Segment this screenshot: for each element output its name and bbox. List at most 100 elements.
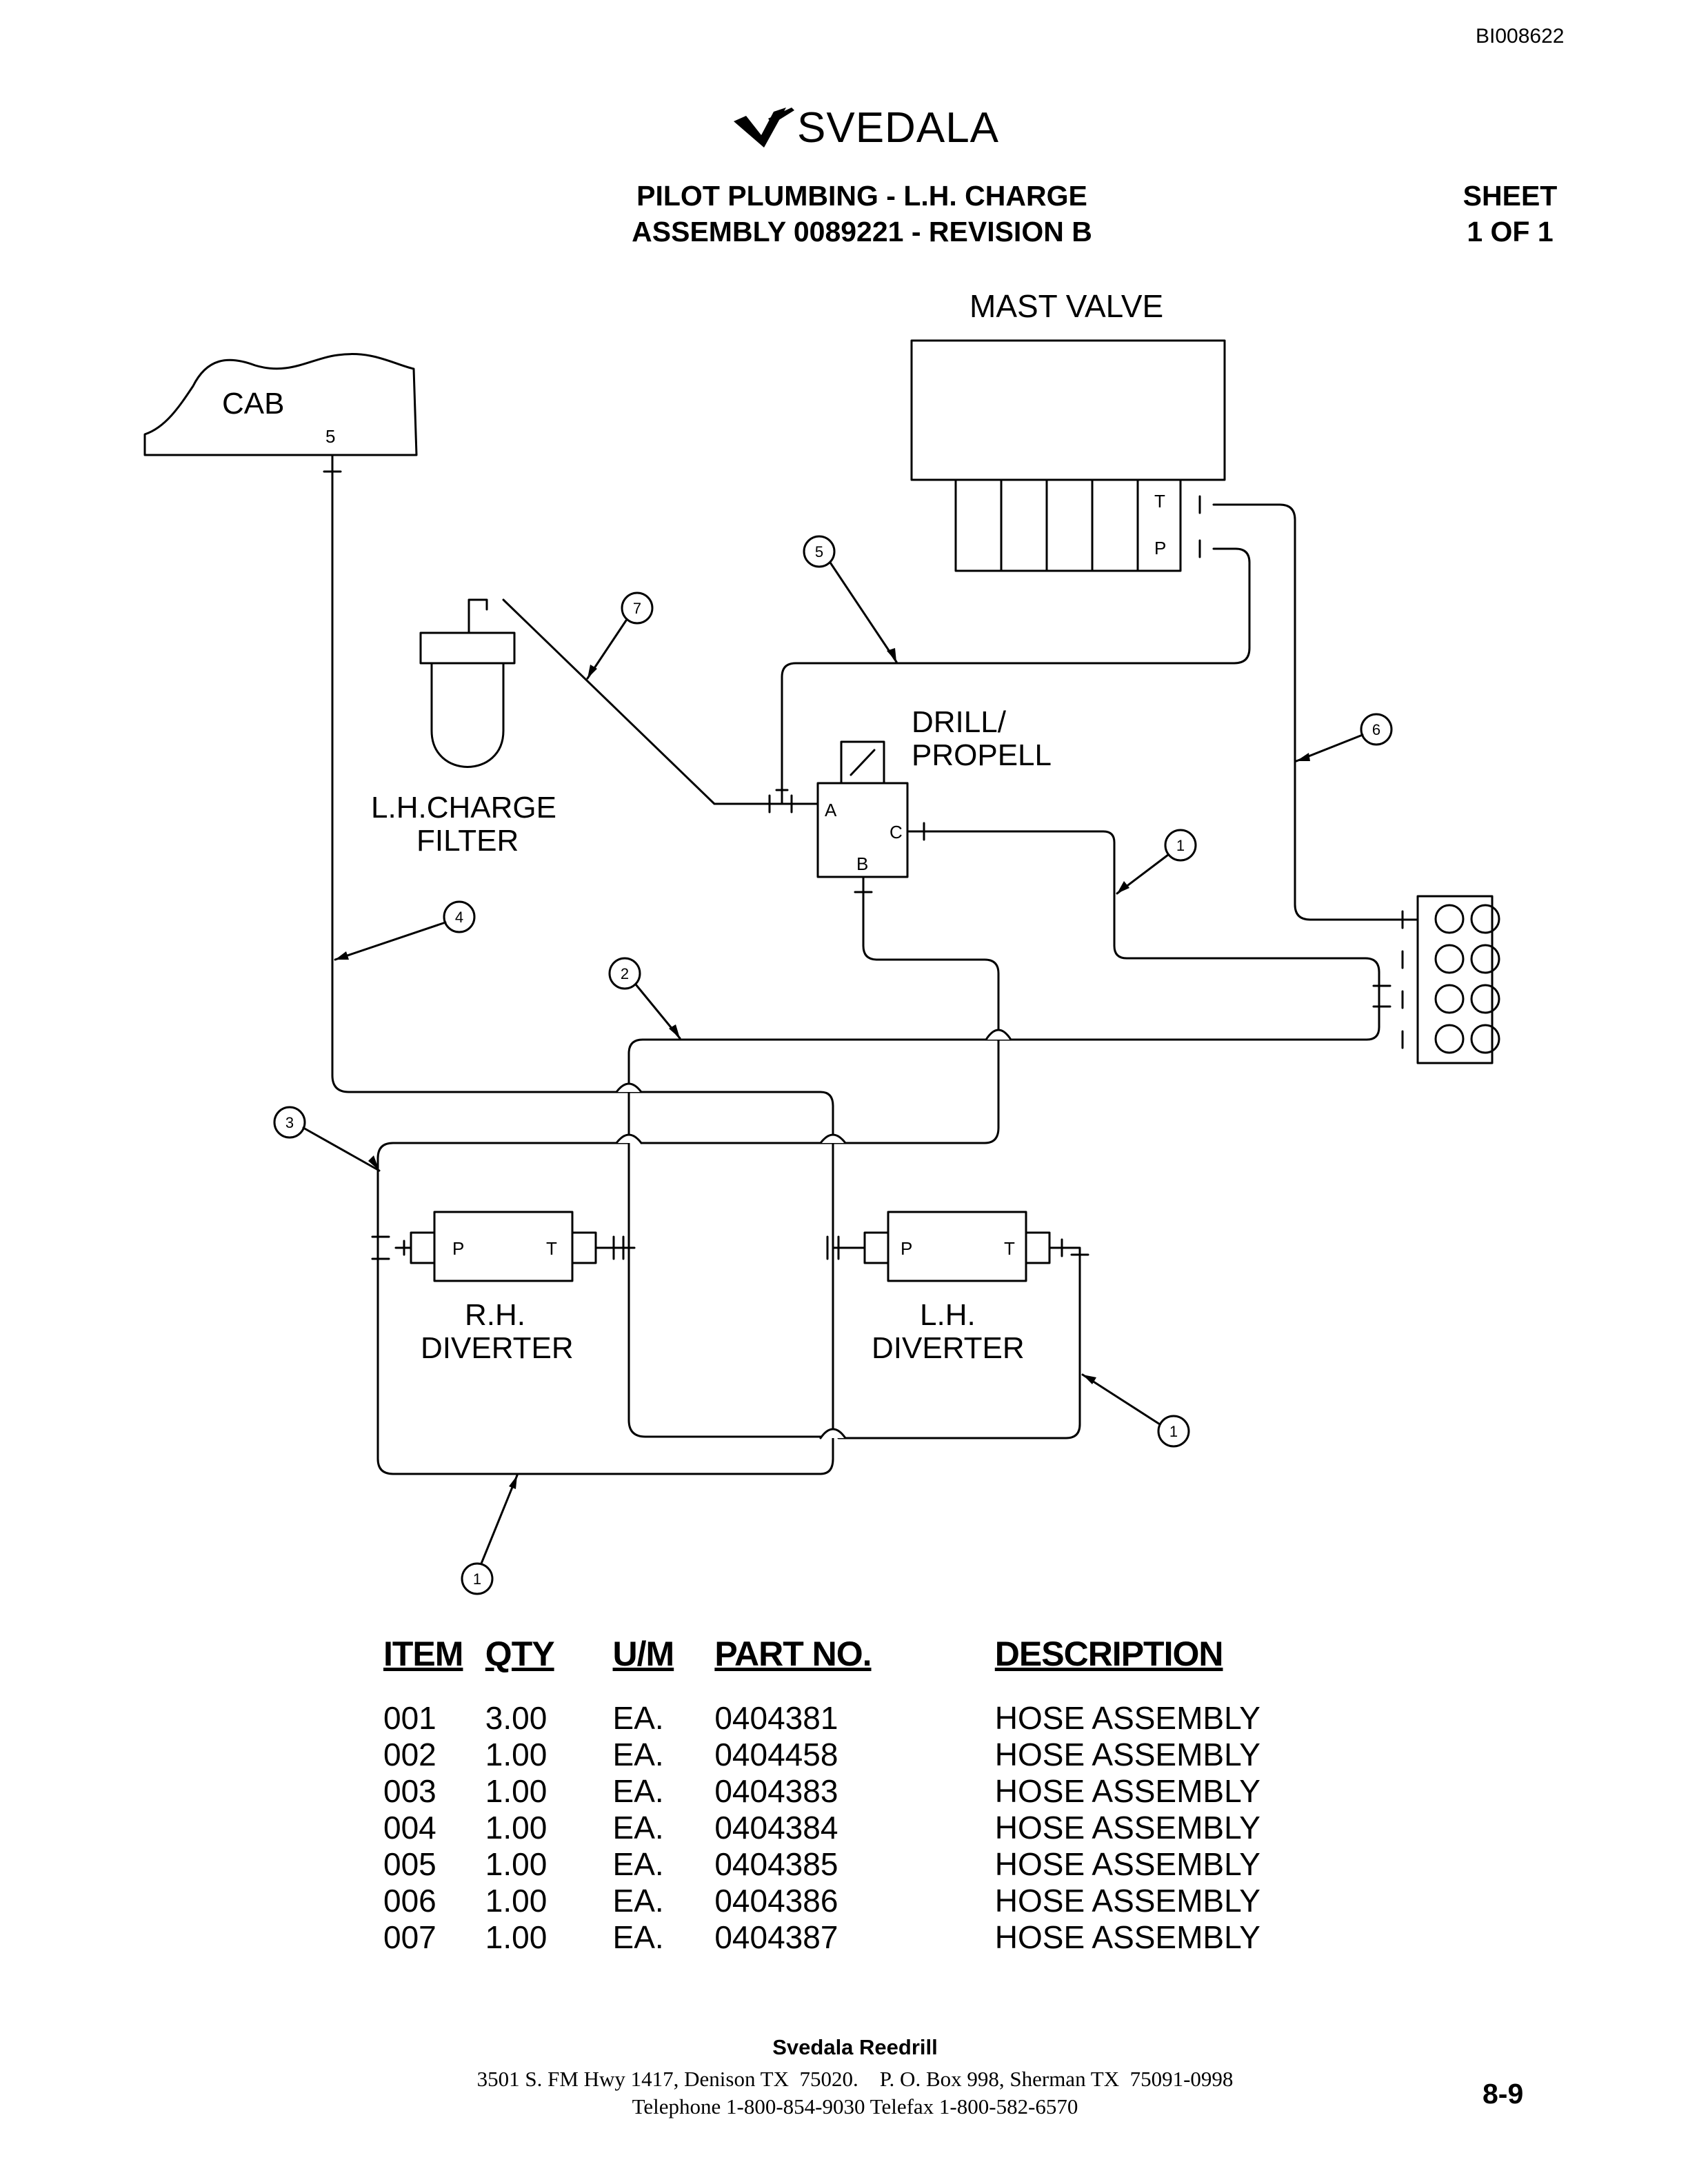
- callout-6: 6: [1372, 721, 1380, 738]
- callout-1-bottom: 1: [473, 1570, 481, 1588]
- cell-qty: 1.00: [485, 1810, 547, 1846]
- rh-diverter-label-1: R.H.: [465, 1298, 525, 1332]
- valve-port-c: C: [890, 822, 903, 842]
- parts-list-table: ITEM QTY U/M PART NO. DESCRIPTION 001 3.…: [383, 1634, 1349, 1956]
- footer-address-line-2: Telephone 1-800-854-9030 Telefax 1-800-5…: [632, 2094, 1078, 2119]
- mast-valve-label: MAST VALVE: [969, 288, 1163, 324]
- table-row: 004 1.00 EA. 0404384 HOSE ASSEMBLY: [383, 1810, 1349, 1846]
- header-um: U/M: [612, 1635, 675, 1673]
- cell-item: 006: [383, 1883, 436, 1919]
- logo-text: SVEDALA: [797, 104, 1000, 152]
- cell-description: HOSE ASSEMBLY: [994, 1919, 1260, 1955]
- hose-1-lower: [837, 1246, 1081, 1439]
- cell-um: EA.: [612, 1883, 664, 1919]
- cell-part-no: 0404384: [714, 1810, 838, 1846]
- lh-diverter-label-1: L.H.: [920, 1298, 976, 1332]
- cab-label: CAB: [222, 387, 284, 421]
- cell-part-no: 0404387: [714, 1919, 838, 1955]
- cell-item: 001: [383, 1700, 436, 1736]
- cell-qty: 1.00: [485, 1773, 547, 1809]
- cell-description: HOSE ASSEMBLY: [994, 1700, 1260, 1736]
- cell-item: 005: [383, 1846, 436, 1882]
- hose-2: [627, 991, 1380, 1438]
- valve-port-b: B: [856, 853, 868, 874]
- title-line-1: PILOT PLUMBING - L.H. CHARGE: [636, 180, 1087, 212]
- cell-part-no: 0404381: [714, 1700, 838, 1736]
- callout-3: 3: [285, 1114, 294, 1131]
- footer-address-line-1: 3501 S. FM Hwy 1417, Denison TX 75020. P…: [476, 2067, 1234, 2091]
- lh-diverter-label-2: DIVERTER: [872, 1331, 1025, 1365]
- rh-port-p: P: [452, 1238, 464, 1259]
- sheet-label: SHEET: [1463, 180, 1558, 212]
- table-row: 005 1.00 EA. 0404385 HOSE ASSEMBLY: [383, 1846, 1349, 1883]
- lh-port-p: P: [901, 1238, 912, 1259]
- cell-item: 004: [383, 1810, 436, 1846]
- table-row: 007 1.00 EA. 0404387 HOSE ASSEMBLY: [383, 1919, 1349, 1956]
- callout-1-right: 1: [1169, 1423, 1178, 1440]
- page-number: 8-9: [1483, 2078, 1524, 2110]
- hose-b-line: [640, 876, 1000, 1144]
- parts-table-header-row: ITEM QTY U/M PART NO. DESCRIPTION: [383, 1634, 1349, 1700]
- valve-port-a: A: [825, 800, 837, 820]
- drill-propell-label-1: DRILL/: [912, 705, 1007, 739]
- cell-part-no: 0404458: [714, 1737, 838, 1772]
- sheet-indicator: SHEET 1 OF 1: [1420, 178, 1600, 250]
- rh-diverter-label-2: DIVERTER: [421, 1331, 574, 1365]
- filter-label-2: FILTER: [416, 824, 519, 858]
- title-line-2: ASSEMBLY 0089221 - REVISION B: [632, 216, 1092, 247]
- header-part-no: PART NO.: [714, 1635, 872, 1673]
- table-row: 006 1.00 EA. 0404386 HOSE ASSEMBLY: [383, 1883, 1349, 1919]
- cell-item: 007: [383, 1919, 436, 1955]
- cell-item: 003: [383, 1773, 436, 1809]
- drawing-title: PILOT PLUMBING - L.H. CHARGE ASSEMBLY 00…: [552, 178, 1172, 250]
- callout-1-upper: 1: [1176, 837, 1185, 854]
- cell-description: HOSE ASSEMBLY: [994, 1773, 1260, 1809]
- hose-1-upper: [906, 830, 1380, 994]
- cell-qty: 1.00: [485, 1737, 547, 1772]
- callout-4: 4: [455, 909, 463, 926]
- cell-um: EA.: [612, 1773, 664, 1809]
- cell-um: EA.: [612, 1810, 664, 1846]
- cell-part-no: 0404385: [714, 1846, 838, 1882]
- cell-qty: 1.00: [485, 1883, 547, 1919]
- drill-propell-label-2: PROPELL: [912, 738, 1052, 772]
- mast-port-p: P: [1154, 538, 1166, 558]
- filter-label-1: L.H.CHARGE: [371, 791, 556, 825]
- footer-company-name: Svedala Reedrill: [772, 2035, 938, 2059]
- cell-um: EA.: [612, 1700, 664, 1736]
- mast-valve-sections: [954, 478, 1182, 572]
- hose-4: [331, 455, 834, 1132]
- hose-3: [376, 1129, 834, 1475]
- callout-7: 7: [633, 600, 641, 617]
- cell-qty: 1.00: [485, 1919, 547, 1955]
- sheet-number: 1 OF 1: [1467, 216, 1554, 247]
- cab-port-label: 5: [325, 426, 335, 447]
- table-row: 003 1.00 EA. 0404383 HOSE ASSEMBLY: [383, 1773, 1349, 1810]
- svedala-logo: SVEDALA: [731, 103, 1007, 159]
- header-qty: QTY: [485, 1635, 555, 1673]
- cell-description: HOSE ASSEMBLY: [994, 1810, 1260, 1846]
- mast-valve-body: [910, 339, 1226, 481]
- cell-qty: 1.00: [485, 1846, 547, 1882]
- manifold-block: [1416, 895, 1494, 1064]
- cell-qty: 3.00: [485, 1700, 547, 1736]
- table-row: 001 3.00 EA. 0404381 HOSE ASSEMBLY: [383, 1700, 1349, 1737]
- plumbing-diagram: MAST VALVE CAB 5 DRILL/ PROPELL L.H.CHAR…: [143, 288, 1500, 1595]
- cell-um: EA.: [612, 1737, 664, 1772]
- cell-part-no: 0404386: [714, 1883, 838, 1919]
- mast-port-t: T: [1154, 491, 1165, 512]
- cell-part-no: 0404383: [714, 1773, 838, 1809]
- hose-5: [781, 547, 1251, 805]
- cell-um: EA.: [612, 1846, 664, 1882]
- header-description: DESCRIPTION: [994, 1635, 1224, 1673]
- cell-description: HOSE ASSEMBLY: [994, 1737, 1260, 1772]
- callout-5: 5: [815, 543, 823, 560]
- table-row: 002 1.00 EA. 0404458 HOSE ASSEMBLY: [383, 1737, 1349, 1773]
- cell-description: HOSE ASSEMBLY: [994, 1846, 1260, 1882]
- cell-description: HOSE ASSEMBLY: [994, 1883, 1260, 1919]
- header-item: ITEM: [383, 1635, 463, 1673]
- lh-port-t: T: [1004, 1238, 1015, 1259]
- cell-um: EA.: [612, 1919, 664, 1955]
- callout-2: 2: [621, 965, 629, 982]
- drill-propell-solenoid: [840, 740, 885, 785]
